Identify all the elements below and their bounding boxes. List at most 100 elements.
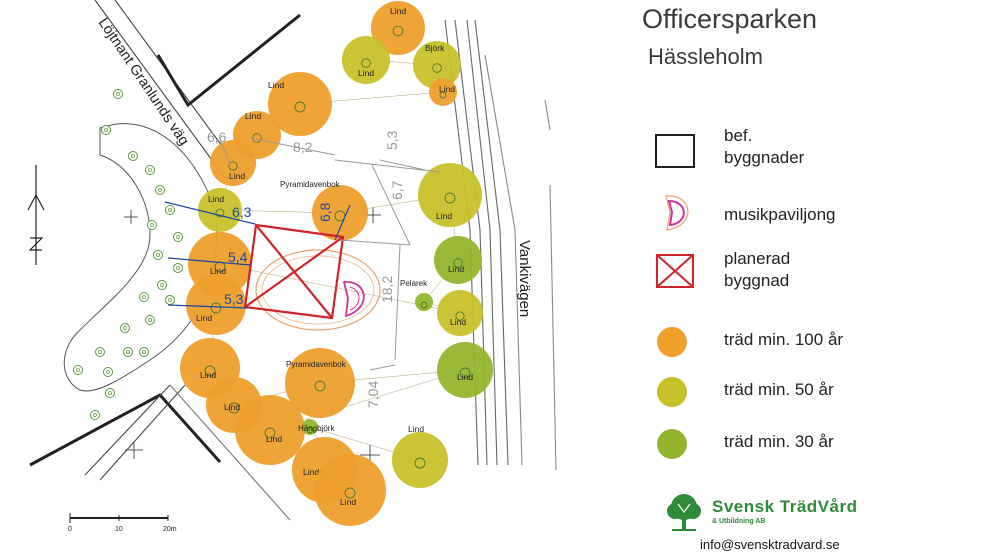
tree-canopy xyxy=(210,140,256,186)
tree-label: Hängbjörk xyxy=(298,424,335,433)
shrub-icon xyxy=(145,315,155,325)
shrub-icon xyxy=(101,125,111,135)
shrub-icon xyxy=(120,323,130,333)
legend-text-line1: bef. xyxy=(724,126,753,145)
shrub-icon xyxy=(95,347,105,357)
legend-text-line2: byggnader xyxy=(724,148,805,167)
tree-canopy xyxy=(285,348,355,418)
tree-label: Lind xyxy=(450,317,466,327)
legend-planned-building: planerad byggnad xyxy=(646,248,986,308)
dimension-label-gray: 7,04 xyxy=(365,381,381,408)
tree-label: Lind xyxy=(210,266,226,276)
tree-canopy xyxy=(314,454,386,526)
tree-label: Lind xyxy=(208,194,224,204)
tree-canopy xyxy=(198,188,242,232)
shrub-icon xyxy=(160,283,164,287)
park-map: LindLindBjörkLindLindLindLindLindPyramid… xyxy=(27,0,557,533)
street-lines xyxy=(29,0,557,521)
shrub-icon xyxy=(148,168,152,172)
shrub-icon xyxy=(158,188,162,192)
shrub-icon xyxy=(93,413,97,417)
shrub-icon xyxy=(142,350,146,354)
legend-existing-buildings: bef. byggnader xyxy=(646,125,986,185)
legend-text-line1: träd min. 30 år xyxy=(724,432,834,451)
shrub-icon xyxy=(165,205,175,215)
tree-canopy xyxy=(418,163,482,227)
tree-trunk-icon xyxy=(361,58,371,68)
tree-label: Lind xyxy=(439,84,455,94)
dimension-label-blue: 6,8 xyxy=(317,202,333,222)
shrub-icon xyxy=(157,280,167,290)
musikpaviljong-icon xyxy=(342,281,365,318)
shrub-icon xyxy=(147,220,157,230)
tree-label: Pyramidavenbok xyxy=(280,180,341,189)
street-name-vanki: Vankivägen xyxy=(516,240,533,317)
shrub-icon xyxy=(150,223,154,227)
tree-label: Lind xyxy=(457,372,473,382)
shrub-icon xyxy=(123,326,127,330)
shrub-icon xyxy=(106,370,110,374)
tree-canopy xyxy=(235,395,305,465)
shrub-icon xyxy=(128,151,138,161)
scale-label-10: 10 xyxy=(115,526,123,533)
shrub-icon xyxy=(105,388,115,398)
dimension-label-gray: 6,6 xyxy=(207,129,227,145)
tree-trunk-icon xyxy=(306,426,314,434)
planned-building-icon xyxy=(656,254,694,288)
shrub-icon xyxy=(165,295,175,305)
tree-trunk-icon xyxy=(228,161,238,171)
tree-label: Björk xyxy=(425,43,445,53)
shrub-icon xyxy=(173,232,183,242)
pavilion-zone-outline xyxy=(255,249,381,331)
tree-trunk-icon xyxy=(264,427,276,439)
tree-canopy xyxy=(413,41,461,89)
tree-label: Lind xyxy=(268,80,284,90)
shrub-icon xyxy=(123,347,133,357)
tree-logo-icon xyxy=(667,494,701,531)
shrub-icon xyxy=(76,368,80,372)
company-logo: Svensk TrädVård & Utbildning AB xyxy=(664,492,884,532)
shrub-icon xyxy=(148,318,152,322)
tree-trunk-icon xyxy=(432,63,442,73)
tree-canopy xyxy=(437,290,483,336)
tree-label: Lind xyxy=(200,370,216,380)
tree-trunk-icon xyxy=(210,302,222,314)
tree-canopy xyxy=(312,185,368,241)
shrub-icon xyxy=(142,295,146,299)
legend-tree-30: träd min. 30 år xyxy=(646,424,986,484)
pavilion-zone-outline-inner xyxy=(261,255,375,325)
tree-label: Lind xyxy=(340,497,356,507)
shrub-icon xyxy=(113,89,123,99)
shrub-icon xyxy=(168,298,172,302)
shrub-icon xyxy=(156,253,160,257)
tree-trunk-icon xyxy=(294,101,306,113)
tree-canopy xyxy=(342,36,390,84)
tree-label: Lind xyxy=(436,211,452,221)
tree-100-icon xyxy=(657,327,687,357)
legend-text-line1: träd min. 50 år xyxy=(724,380,834,399)
shrub-icon xyxy=(126,350,130,354)
legend-text-line1: träd min. 100 år xyxy=(724,330,844,349)
tree-trunk-icon xyxy=(455,311,465,321)
tree-label: Lind xyxy=(448,264,464,274)
tree-canopy xyxy=(392,432,448,488)
page-title: Officersparken xyxy=(642,4,818,34)
shrub-icon xyxy=(104,128,108,132)
scale-bar: 0 10 20m xyxy=(68,513,177,533)
dimension-label-gray: 6,7 xyxy=(389,180,405,200)
scale-label-20: 20m xyxy=(163,526,177,533)
planned-building xyxy=(243,223,345,320)
dimension-label-blue: 6,3 xyxy=(232,204,252,220)
legend-pavilion: musikpaviljong xyxy=(646,192,986,252)
tree-canopy xyxy=(268,72,332,136)
shrub-icon xyxy=(139,347,149,357)
existing-building-icon xyxy=(655,134,695,168)
tree-trunk-icon xyxy=(459,367,471,379)
legend-text-line1: musikpaviljong xyxy=(724,205,836,224)
tree-label: Pelarek xyxy=(400,279,428,288)
tree-label: Lind xyxy=(266,434,282,444)
tree-trunk-icon xyxy=(204,365,216,377)
tree-trunk-icon xyxy=(392,25,404,37)
tree-label: Lind xyxy=(196,313,212,323)
shrub-icon xyxy=(168,208,172,212)
